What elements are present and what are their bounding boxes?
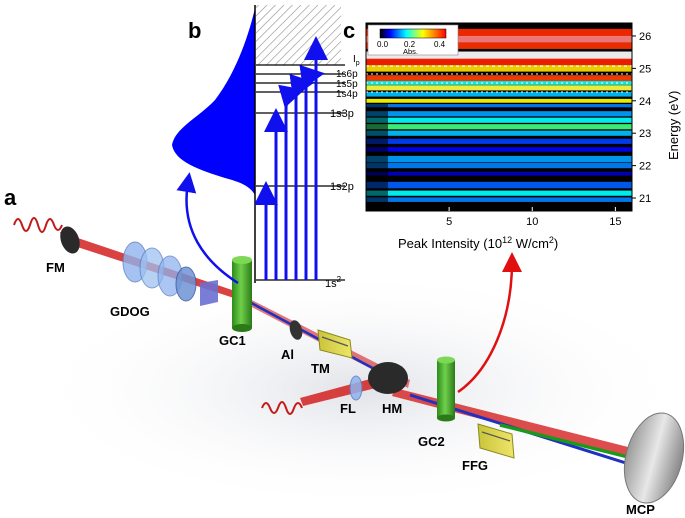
y-tick-label: 21 [639,193,651,205]
y-tick-label: 23 [639,128,651,140]
label-fl: FL [340,401,356,416]
label-1s6p: 1s6p [336,69,358,80]
panel-c-heatmap: 0.0 0.2 0.4 Abs. 5 10 15 21 22 23 24 25 26 Peak… [353,22,681,251]
panel-label-a: a [4,185,17,210]
heatmap-band [366,138,632,144]
label-ground: 1s2 [325,275,342,290]
arrow-to-panel-b [176,172,239,285]
al-filter [289,320,303,340]
heatmap-band [366,117,632,123]
colorbar-min: 0.0 [377,40,389,49]
heatmap-band [366,58,632,66]
y-tick-label: 26 [639,31,651,43]
heatmap-band [366,42,632,49]
gc2-gas-cell [437,356,455,422]
heatmap-band [366,155,632,163]
ffg-grating [477,423,515,459]
heatmap-band [366,104,632,108]
panel-label-b: b [188,18,201,43]
spectrum-profile [172,8,255,195]
heatmap-band [366,28,632,37]
heatmap-band [366,92,632,97]
label-tm: TM [311,361,330,376]
x-tick-label: 15 [609,216,621,228]
fl-lens [349,375,363,401]
heatmap-band [366,124,632,130]
label-gc2: GC2 [418,434,445,449]
panel-label-c: c [343,18,355,43]
colorbar-max: 0.4 [434,40,446,49]
heatmap-band [366,65,632,72]
colorbar [379,28,447,39]
heatmap-band [366,163,632,169]
label-1s4p: 1s4p [336,89,358,100]
y-tick-label: 24 [639,96,651,108]
heatmap-band [366,190,632,196]
label-ffg: FFG [462,458,488,473]
heatmap-band [366,130,632,136]
x-axis-label: Peak Intensity (1012 W/cm2) [398,235,558,251]
y-tick-label: 22 [639,161,651,173]
arrow-to-panel-c [457,252,522,394]
colorbar-label: Abs. [403,47,418,56]
heatmap-band [366,171,632,176]
mcp-detector [623,412,685,504]
heatmap-band [366,197,632,202]
label-1s2p: 1s2p [330,181,354,193]
fm-mirror [60,226,80,254]
heatmap-band [366,181,632,189]
label-gdog: GDOG [110,304,150,319]
label-hm: HM [382,401,402,416]
heatmap-low-region [366,104,388,211]
transition-arrows [254,36,328,280]
label-fm: FM [46,260,65,275]
tm-mirror [317,329,353,359]
label-1s5p: 1s5p [336,79,358,90]
heatmap-band [366,75,632,82]
xuv-beam [241,296,381,374]
heatmap-band [366,81,632,85]
heatmap-band [366,111,632,117]
panel-a-setup [13,172,685,504]
hm-mirror [368,362,408,394]
y-axis-ticks: 21 22 23 24 25 26 [632,31,651,205]
x-tick-label: 10 [526,216,538,228]
colorbar-mid: 0.2 [404,40,416,49]
gc1-gas-cell [232,256,252,332]
heatmap-band [366,85,632,91]
label-1s3p: 1s3p [330,108,354,120]
label-mcp: MCP [626,502,655,517]
continuum-hatch [256,5,341,65]
heatmap-band [366,147,632,152]
beam-to-mcp-green [499,423,649,464]
label-gc1: GC1 [219,333,246,348]
label-al: Al [281,347,294,362]
x-tick-label: 5 [446,216,452,228]
ir-pulse-left [13,217,63,233]
ir-pulse-probe [261,401,303,415]
y-axis-label: Energy (eV) [666,91,681,160]
heatmap-band [366,98,632,103]
panel-b: 1s6p 1s5p 1s4p 1s3p 1s2p 1s2 [172,5,358,290]
transition-1s6p [299,64,325,280]
ir-beam-probe [300,375,388,406]
heatmap-band [366,35,632,43]
x-axis-ticks: 5 10 15 [446,207,622,228]
heatmap-bands [366,28,632,211]
gdog-optics [122,241,218,306]
ip-label: Ip [353,54,360,67]
heatmap-band [366,51,632,60]
heatmap-frame [365,22,633,212]
beam-to-mcp-red [392,388,648,462]
y-tick-label: 25 [639,63,651,75]
